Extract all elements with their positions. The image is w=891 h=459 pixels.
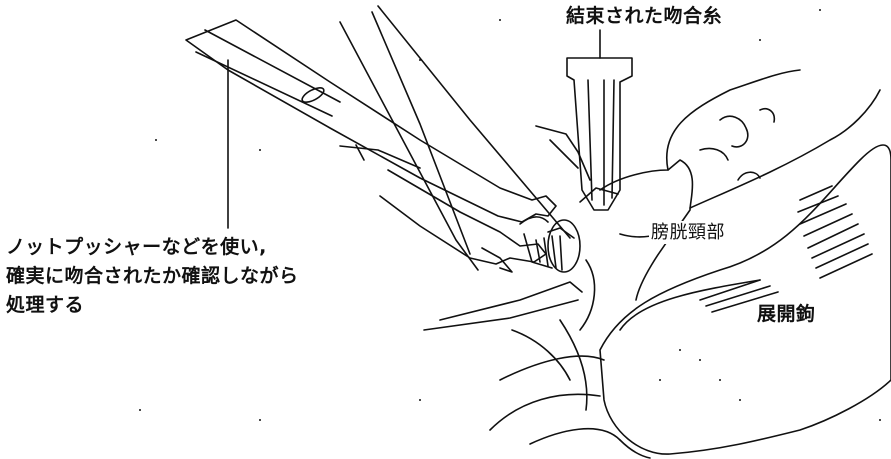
- knot-pusher-callout-line-3: 処理する: [6, 291, 299, 320]
- texture-dots: [139, 9, 881, 421]
- suture-strands: [340, 6, 570, 270]
- bladder-neck-label: 膀胱頸部: [649, 221, 727, 244]
- knot-pusher-callout-line-2: 確実に吻合されたか確認しながら: [6, 262, 299, 291]
- retractor-label: 展開鉤: [757, 302, 816, 327]
- knot-pusher-callout: ノットプッシャーなどを使い, 確実に吻合されたか確認しながら 処理する: [6, 233, 299, 320]
- bladder-neck-tissue: [490, 70, 891, 458]
- tied-suture-bundle: [567, 30, 632, 210]
- knot-pusher-callout-line-1: ノットプッシャーなどを使い,: [6, 233, 299, 262]
- anastomosis-site: [424, 220, 582, 330]
- tied-suture-label: 結束された吻合糸: [566, 4, 722, 29]
